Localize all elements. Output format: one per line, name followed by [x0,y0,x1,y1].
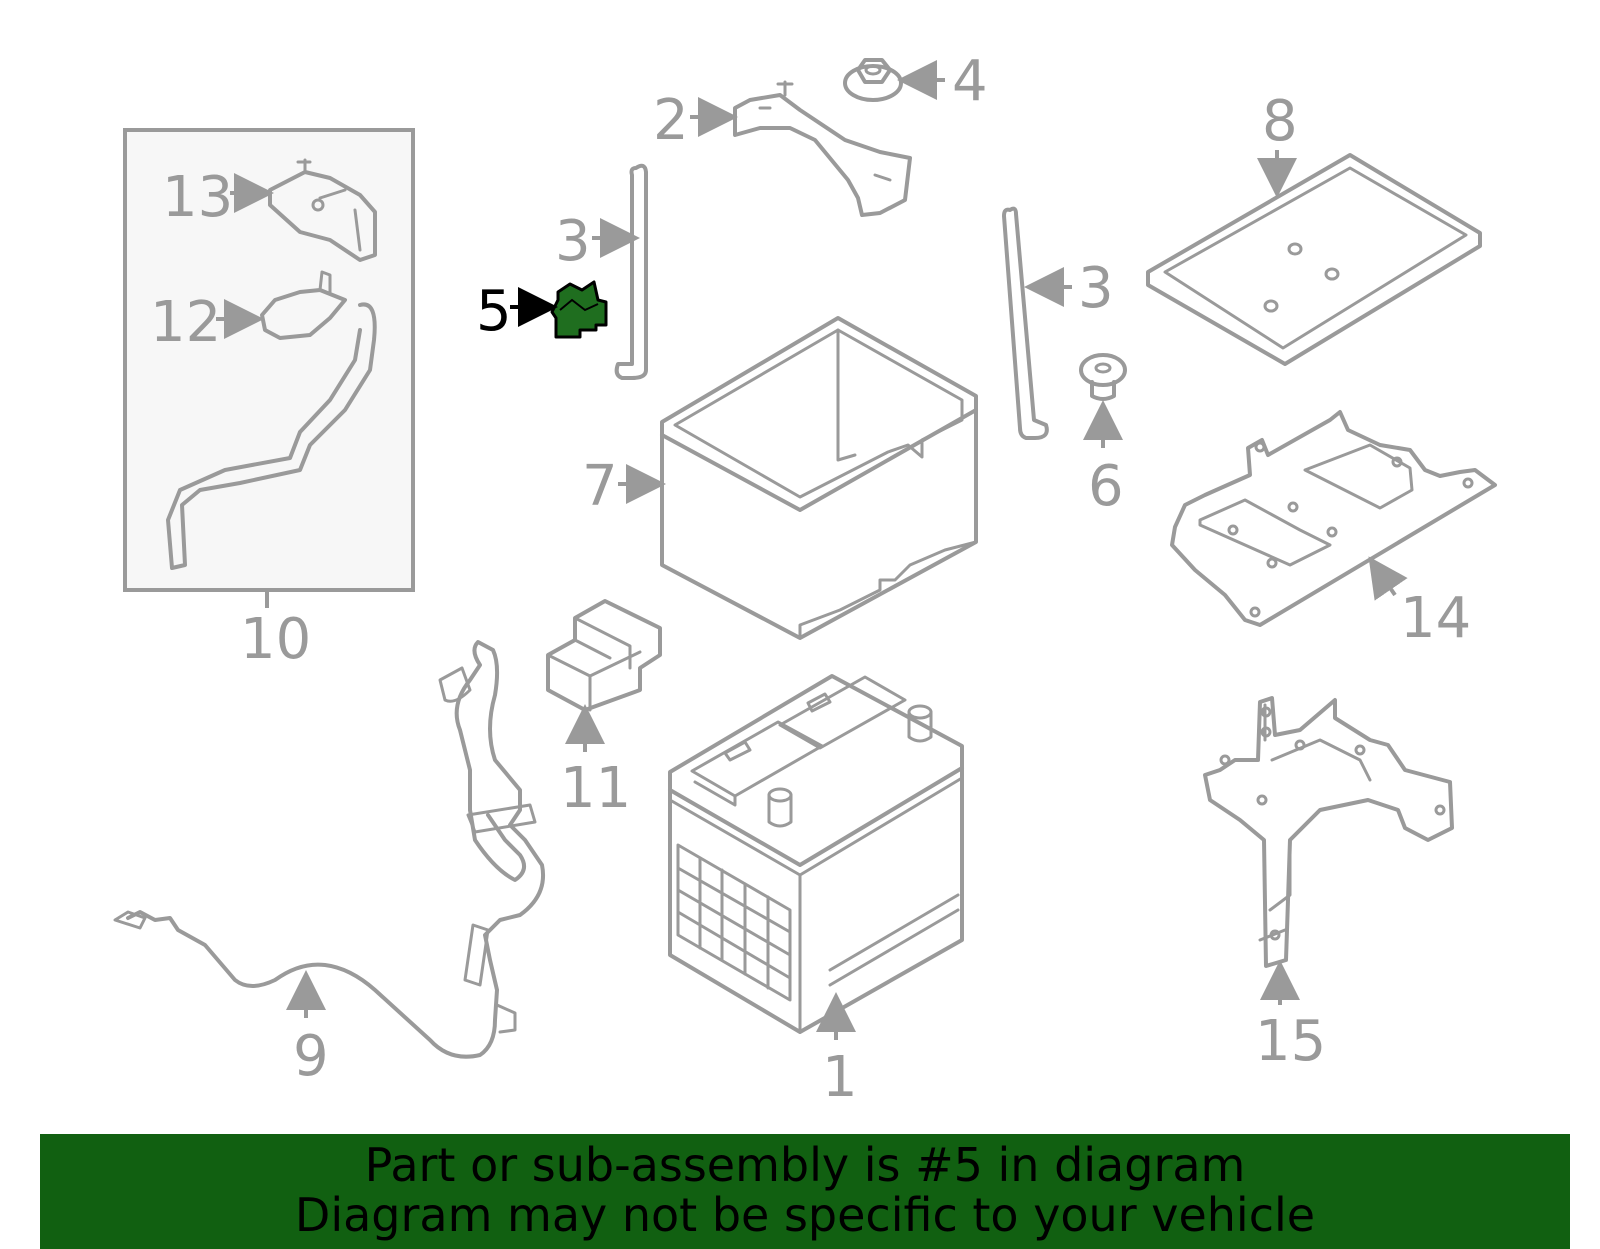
part-11-terminal-cover [546,599,662,712]
part-3-rod-right [1002,206,1049,440]
callout-10: 10 [240,607,311,672]
callout-13: 13 [162,165,233,230]
callout-12: 12 [150,290,221,355]
part-2-hold-down-bracket [733,80,912,217]
part-14-tray-bracket [1170,410,1497,627]
callout-3-left: 3 [555,209,591,274]
part-1-battery [668,674,964,1034]
callout-1: 1 [822,1045,858,1110]
part-7-battery-box [660,316,978,640]
callout-6: 6 [1088,454,1124,519]
callout-3-right: 3 [1078,256,1114,321]
callout-15: 15 [1255,1009,1326,1074]
callout-8: 8 [1262,89,1298,154]
part-12-terminal-cable [166,270,377,570]
part-6-grommet [1079,353,1127,401]
part-4-nut [843,58,903,102]
info-banner: Part or sub-assembly is #5 in diagram Di… [40,1134,1570,1249]
callout-7: 7 [582,454,618,519]
banner-line-1: Part or sub-assembly is #5 in diagram [364,1138,1246,1192]
part-8-tray-pad [1146,153,1482,366]
callout-5: 5 [476,279,512,344]
part-13-terminal-clamp [268,158,377,262]
part-9-battery-cable [113,640,545,1059]
callout-2: 2 [653,88,689,153]
banner-line-2: Diagram may not be specific to your vehi… [294,1188,1316,1242]
callout-14: 14 [1400,586,1471,651]
part-3-rod-left [614,163,648,380]
callout-11: 11 [560,756,631,821]
part-5-clip [550,280,608,339]
callout-9: 9 [293,1024,329,1089]
part-15-support-bracket [1203,696,1454,968]
callout-4: 4 [952,49,988,114]
